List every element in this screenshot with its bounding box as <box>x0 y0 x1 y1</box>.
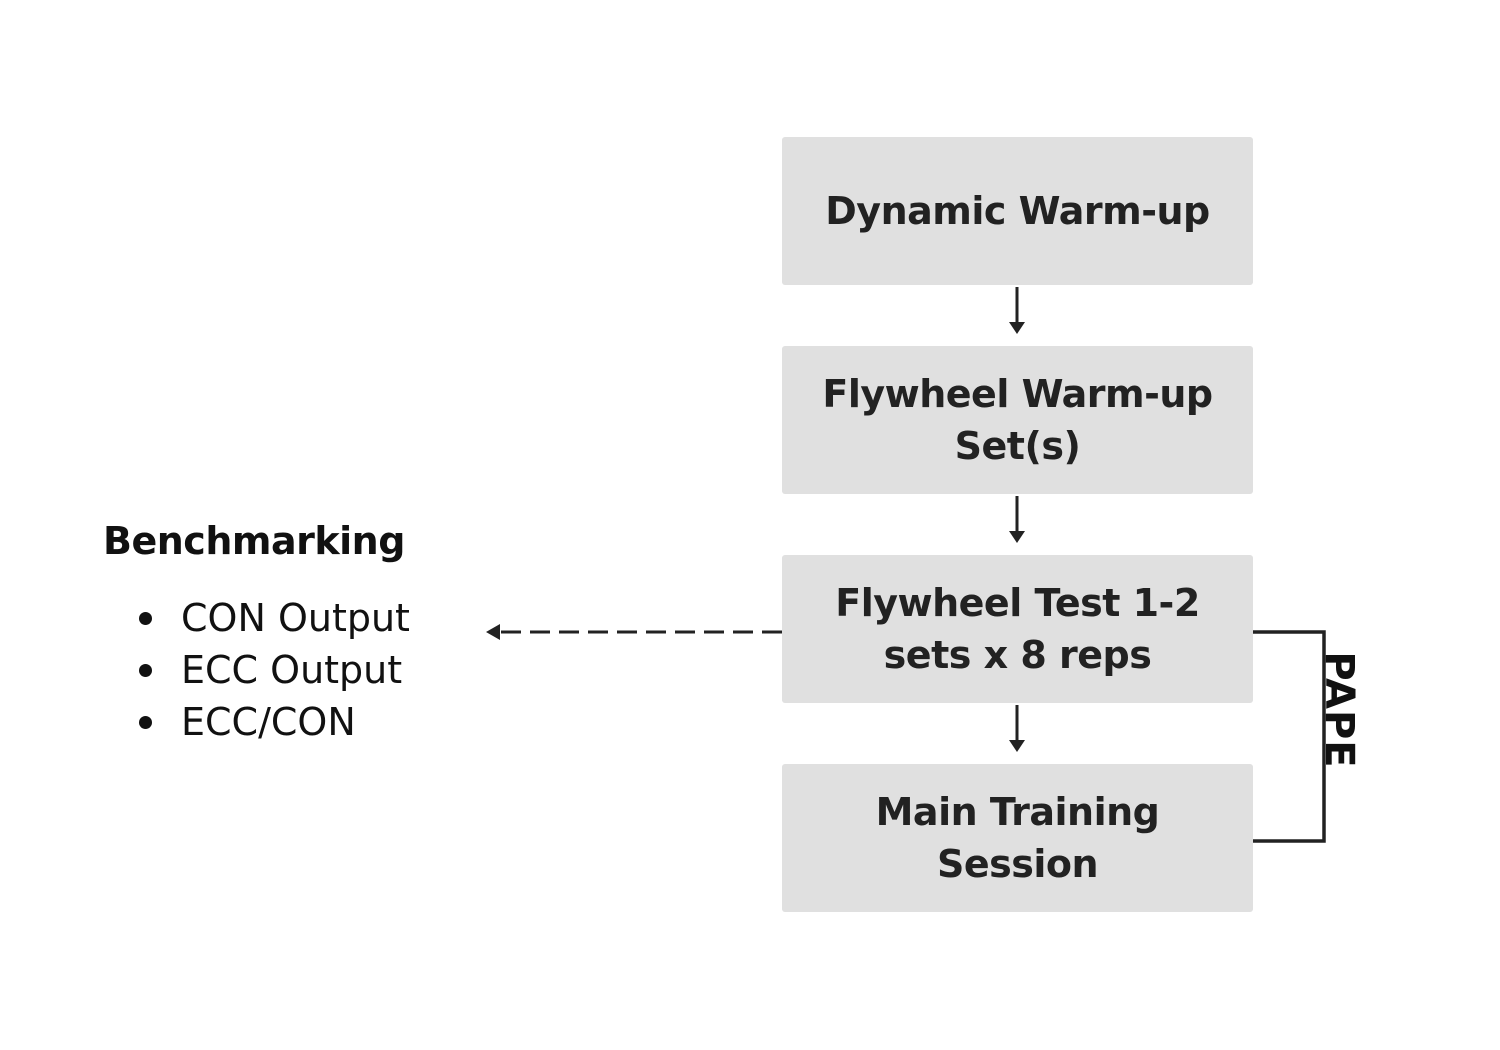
step-label-line: Set(s) <box>954 424 1081 468</box>
step-label-line: Session <box>936 842 1099 886</box>
step-label-line: Flywheel Warm-up <box>822 372 1213 416</box>
bullet-icon <box>139 612 152 625</box>
dashed-arrow-to-benchmarking <box>486 624 782 640</box>
benchmarking-item-label: ECC Output <box>181 648 403 692</box>
bullet-icon <box>139 664 152 677</box>
benchmarking-item-label: CON Output <box>181 596 410 640</box>
step-label-line: Main Training <box>875 790 1160 834</box>
benchmarking-item: ECC/CON <box>136 696 410 748</box>
arrow-warmup-to-flywheel-warmup <box>1009 287 1025 334</box>
bullet-icon <box>139 716 152 729</box>
benchmarking-item: ECC Output <box>136 644 410 696</box>
step-label-line: Dynamic Warm-up <box>825 189 1210 233</box>
arrow-test-to-main-training <box>1009 705 1025 752</box>
benchmarking-list: CON Output ECC Output ECC/CON <box>136 592 410 748</box>
step-flywheel-test: Flywheel Test 1-2 sets x 8 reps <box>782 555 1253 703</box>
step-label-line: sets x 8 reps <box>883 633 1152 677</box>
pape-label-text: PAPE <box>1316 651 1362 769</box>
pape-bracket <box>1253 630 1326 843</box>
step-label-line: Flywheel Test 1-2 <box>835 581 1200 625</box>
benchmarking-item-label: ECC/CON <box>181 700 356 744</box>
step-flywheel-warmup: Flywheel Warm-up Set(s) <box>782 346 1253 494</box>
step-main-training-session: Main Training Session <box>782 764 1253 912</box>
step-dynamic-warmup: Dynamic Warm-up <box>782 137 1253 285</box>
arrow-flywheel-warmup-to-test <box>1009 496 1025 543</box>
benchmarking-title: Benchmarking <box>103 519 405 563</box>
benchmarking-item: CON Output <box>136 592 410 644</box>
